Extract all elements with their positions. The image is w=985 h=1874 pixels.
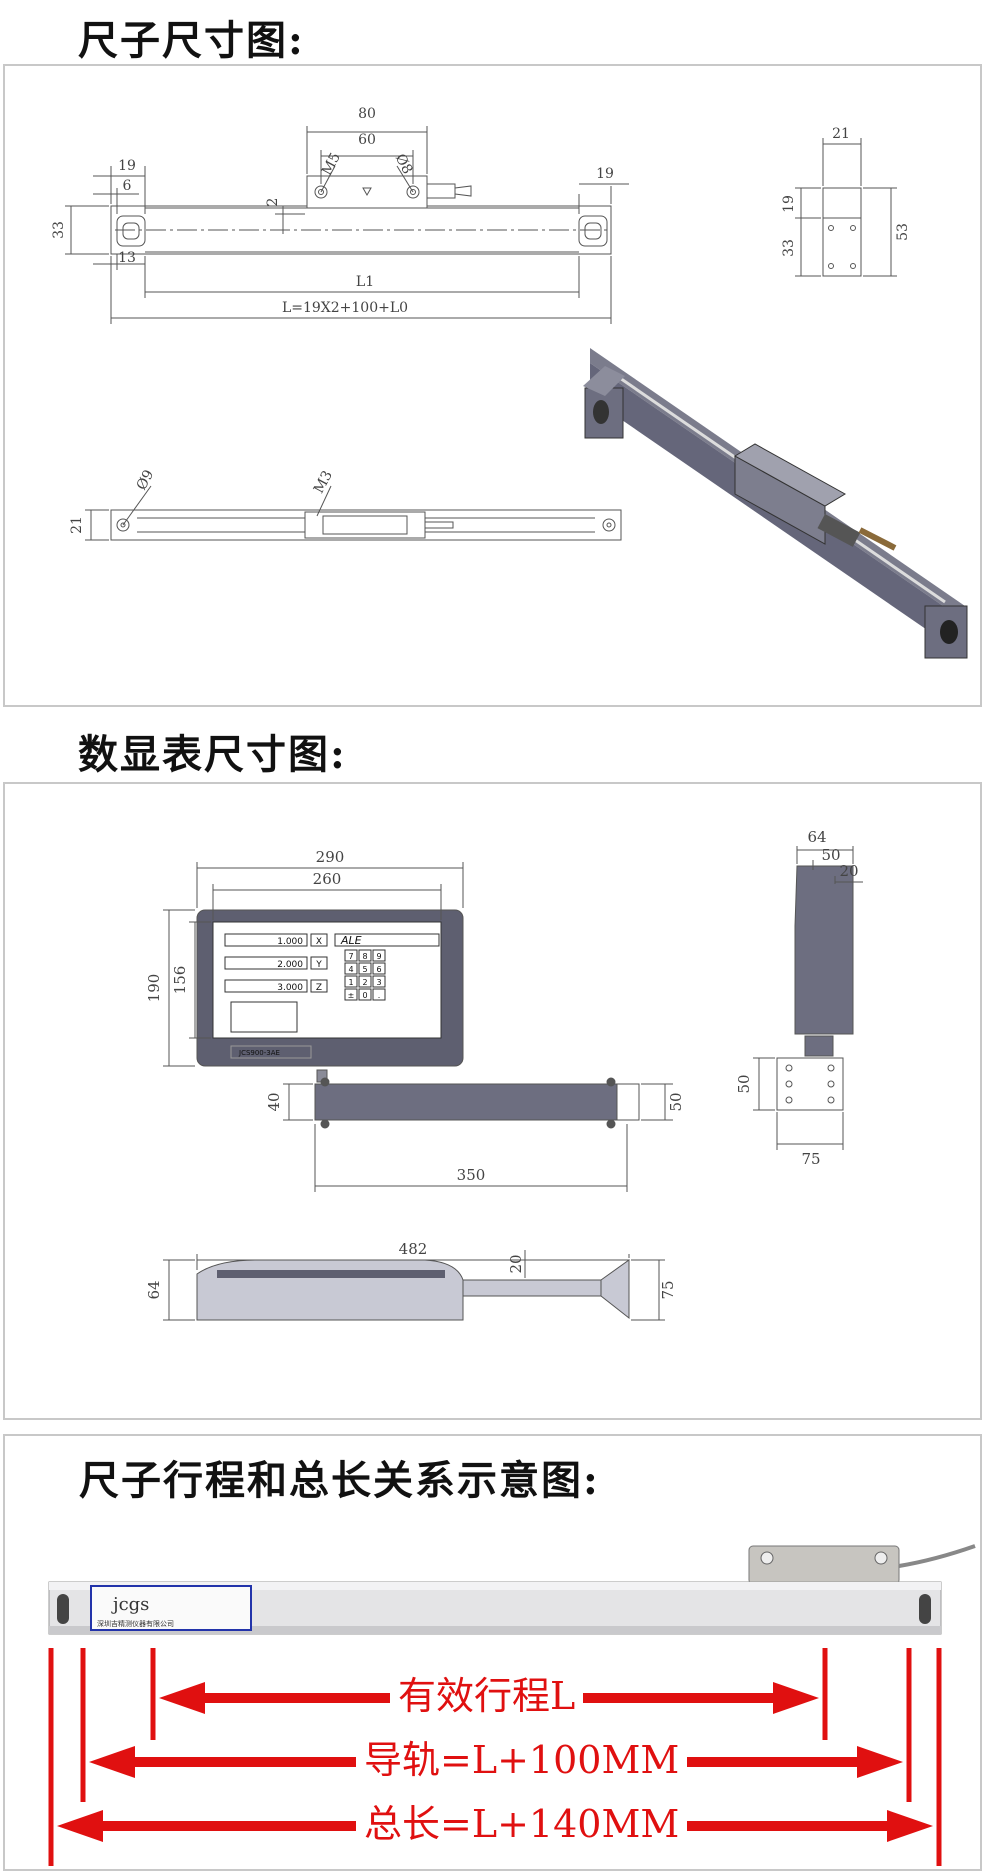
display-side-bracket bbox=[776, 1057, 844, 1111]
dim-side-20: 20 bbox=[839, 862, 858, 880]
dim-top-75: 75 bbox=[659, 1280, 677, 1299]
screen-axis-y: Y bbox=[315, 960, 322, 970]
dim-19-left: 19 bbox=[118, 158, 136, 174]
dim-350: 350 bbox=[457, 1166, 486, 1184]
keypad-key-label: 5 bbox=[362, 965, 367, 974]
dim-bottom-21: 21 bbox=[69, 516, 85, 534]
relation-panel: 尺子行程和总长关系示意图: jcgs 深圳吉精测仪器有限公司 bbox=[3, 1434, 982, 1871]
dim-80: 80 bbox=[358, 106, 376, 122]
screen-value-x: 1.000 bbox=[277, 937, 303, 947]
dim-side-64: 64 bbox=[807, 828, 826, 846]
screen-ale: ALE bbox=[340, 934, 362, 947]
ruler-end-view-head bbox=[822, 187, 862, 219]
dim-side-50: 50 bbox=[821, 846, 840, 864]
relation-diagram: jcgs 深圳吉精测仪器有限公司 bbox=[48, 1544, 976, 1866]
keypad-key bbox=[372, 962, 386, 975]
screen-model: JCS900-3AE bbox=[238, 1049, 280, 1057]
screen-value-y: 2.000 bbox=[277, 960, 303, 970]
ruler-drawing-panel: 80 60 M5 Ø8 19 6 19 2 33 13 L1 L=19X2+10… bbox=[3, 64, 982, 707]
dim-l1: L1 bbox=[356, 274, 374, 290]
keypad-key-label: 0 bbox=[362, 991, 367, 1000]
heading-ruler-dimensions: 尺子尺寸图: bbox=[78, 17, 305, 64]
keypad-key-label: 3 bbox=[376, 978, 381, 987]
mount-slot-right bbox=[578, 215, 608, 247]
dim-190: 190 bbox=[145, 974, 163, 1003]
ruler-end-view-body bbox=[822, 217, 862, 277]
dim-13: 13 bbox=[118, 250, 136, 266]
display-drawing: 1.000 2.000 3.000 X Y Z ALE JCS900-3AE 7… bbox=[145, 828, 863, 1321]
dim-19-right: 19 bbox=[596, 166, 614, 182]
keypad-key-label: 6 bbox=[376, 965, 381, 974]
keypad-key bbox=[358, 962, 372, 975]
keypad-key-label: 7 bbox=[348, 952, 353, 961]
keypad-key-label: 8 bbox=[362, 952, 367, 961]
keypad-key bbox=[344, 949, 358, 962]
dim-m3: M3 bbox=[311, 468, 336, 496]
heading-relation: 尺子行程和总长关系示意图: bbox=[79, 1457, 600, 1504]
dim-end-21: 21 bbox=[832, 126, 850, 142]
keypad-key-label: ± bbox=[348, 991, 355, 1000]
mount-slot-left bbox=[116, 215, 146, 247]
keypad-key bbox=[358, 975, 372, 988]
screen-axis-z: Z bbox=[316, 983, 322, 993]
reading-head bbox=[306, 175, 428, 209]
keypad-key bbox=[372, 949, 386, 962]
dim-top-64: 64 bbox=[145, 1280, 163, 1299]
ruler-drawing: 80 60 M5 Ø8 19 6 19 2 33 13 L1 L=19X2+10… bbox=[51, 106, 968, 659]
keypad-key bbox=[372, 975, 386, 988]
dim-m5: M5 bbox=[319, 150, 344, 178]
dim-33: 33 bbox=[51, 221, 67, 239]
display-arm bbox=[314, 1083, 628, 1121]
dim-260: 260 bbox=[313, 870, 342, 888]
keypad-key bbox=[358, 949, 372, 962]
display-side-view bbox=[794, 865, 854, 1035]
relation-slot-right bbox=[919, 1594, 931, 1624]
screen-value-z: 3.000 bbox=[277, 983, 303, 993]
dim-top-20: 20 bbox=[507, 1254, 525, 1273]
dim-60: 60 bbox=[358, 132, 376, 148]
heading-display-dimensions: 数显表尺寸图: bbox=[78, 731, 347, 778]
dim-side-50b: 50 bbox=[735, 1074, 753, 1093]
relation-brand: jcgs bbox=[111, 1594, 149, 1615]
keypad-key-label: . bbox=[378, 991, 381, 1000]
dim-end-19: 19 bbox=[781, 195, 797, 213]
keypad-key bbox=[344, 975, 358, 988]
ruler-3d-view bbox=[583, 348, 968, 659]
label-total-length: 总长=L+140MM bbox=[356, 1805, 688, 1843]
dim-156: 156 bbox=[171, 966, 189, 995]
keypad-key-label: 4 bbox=[348, 965, 353, 974]
dim-phi9: Ø9 bbox=[134, 467, 158, 493]
dim-40: 40 bbox=[265, 1092, 283, 1111]
dim-phi8: Ø8 bbox=[392, 151, 416, 177]
relation-nameplate bbox=[90, 1585, 252, 1631]
relation-company: 深圳吉精测仪器有限公司 bbox=[97, 1619, 174, 1628]
screen-axis-x: X bbox=[316, 937, 322, 947]
relation-slot-left bbox=[57, 1594, 69, 1624]
dim-top-482: 482 bbox=[399, 1240, 428, 1258]
keypad-key bbox=[358, 988, 372, 1001]
keypad-key bbox=[344, 962, 358, 975]
dim-290: 290 bbox=[316, 848, 345, 866]
label-effective-stroke: 有效行程L bbox=[390, 1677, 584, 1715]
keypad-key-label: 1 bbox=[348, 978, 353, 987]
dim-50: 50 bbox=[667, 1092, 685, 1111]
label-rail-length: 导轨=L+100MM bbox=[356, 1741, 688, 1779]
dim-end-53: 53 bbox=[895, 223, 911, 241]
keypad-key bbox=[372, 988, 386, 1001]
keypad-key bbox=[344, 988, 358, 1001]
dim-l-formula: L=19X2+100+L0 bbox=[282, 300, 408, 316]
dim-2: 2 bbox=[265, 198, 281, 207]
dim-6: 6 bbox=[123, 178, 132, 194]
keypad-key-label: 2 bbox=[362, 978, 367, 987]
keypad-key-label: 9 bbox=[376, 952, 381, 961]
display-drawing-panel: 1.000 2.000 3.000 X Y Z ALE JCS900-3AE 7… bbox=[3, 782, 982, 1420]
relation-reading-head bbox=[748, 1545, 900, 1585]
dim-end-33: 33 bbox=[781, 239, 797, 257]
display-top-view bbox=[196, 1259, 464, 1321]
dim-side-75: 75 bbox=[801, 1150, 820, 1168]
